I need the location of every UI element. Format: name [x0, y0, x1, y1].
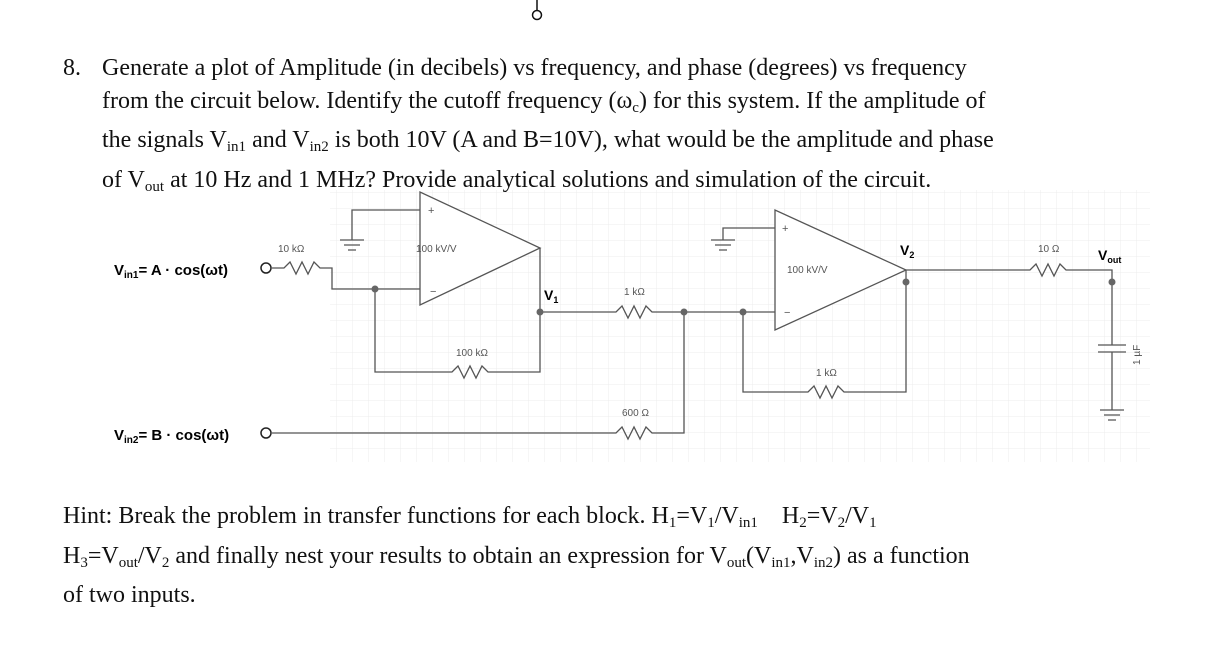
- wire-1k-top: [540, 304, 775, 320]
- r-1k-top-label: 1 kΩ: [624, 287, 645, 298]
- opamp2-minus: −: [784, 307, 790, 319]
- cursor-icon: [531, 0, 543, 21]
- vout-label: Vout: [1098, 247, 1121, 265]
- node: [1108, 278, 1116, 286]
- wire-feedback-2: [742, 270, 907, 400]
- question-text: 8. Generate a plot of Amplitude (in deci…: [63, 52, 1183, 203]
- node: [536, 308, 544, 316]
- node: [371, 285, 379, 293]
- node: [902, 278, 910, 286]
- node: [739, 308, 747, 316]
- wire-opamp1-plus: [351, 209, 420, 240]
- opamp1-minus: −: [430, 286, 436, 298]
- question-line-1: Generate a plot of Amplitude (in decibel…: [102, 55, 967, 81]
- wire-feedback-1: [374, 289, 541, 380]
- opamp-1: [419, 190, 542, 307]
- hint-text: Hint: Break the problem in transfer func…: [63, 500, 1183, 612]
- r-600-label: 600 Ω: [622, 408, 649, 419]
- wire-10ohm: [906, 262, 1113, 345]
- r-1k-fb-label: 1 kΩ: [816, 368, 837, 379]
- question-line-2: from the circuit below. Identify the cut…: [102, 87, 986, 116]
- r-feedback1-label: 100 kΩ: [456, 348, 488, 359]
- hint-line-1: Hint: Break the problem in transfer func…: [63, 503, 877, 531]
- wire-600: [272, 312, 685, 441]
- terminal-vin2: [260, 427, 272, 439]
- question-line-3: the signals Vin1 and Vin2 is both 10V (A…: [102, 127, 994, 155]
- hint-line-2: H3=Vout/V2 and finally nest your results…: [63, 542, 970, 571]
- cap-label: 1 µF: [1132, 345, 1143, 365]
- gain2-label: 100 kV/V: [787, 265, 828, 276]
- v1-label: V1: [544, 287, 558, 305]
- capacitor: [1098, 344, 1126, 410]
- ground-1: [340, 239, 364, 251]
- v2-label: V2: [900, 242, 914, 260]
- vin1-label: Vin1= A · cos(ωt): [114, 262, 228, 281]
- opamp-2: [774, 208, 908, 332]
- hint-line-3: of two inputs.: [63, 582, 196, 608]
- gain1-label: 100 kV/V: [416, 244, 457, 255]
- ground-2: [711, 239, 735, 251]
- vin2-label: Vin2= B · cos(ωt): [114, 427, 229, 446]
- wire-vin1: [272, 260, 420, 290]
- r1-label: 10 kΩ: [278, 244, 305, 255]
- node: [680, 308, 688, 316]
- ground-3: [1100, 409, 1124, 421]
- opamp2-plus: +: [782, 223, 788, 235]
- wire-opamp2-plus: [722, 227, 775, 240]
- question-line-4: of Vout at 10 Hz and 1 MHz? Provide anal…: [102, 166, 932, 195]
- terminal-vin1: [260, 262, 272, 274]
- question-number: 8.: [63, 55, 81, 81]
- r-10-label: 10 Ω: [1038, 244, 1060, 255]
- opamp1-plus: +: [428, 205, 434, 217]
